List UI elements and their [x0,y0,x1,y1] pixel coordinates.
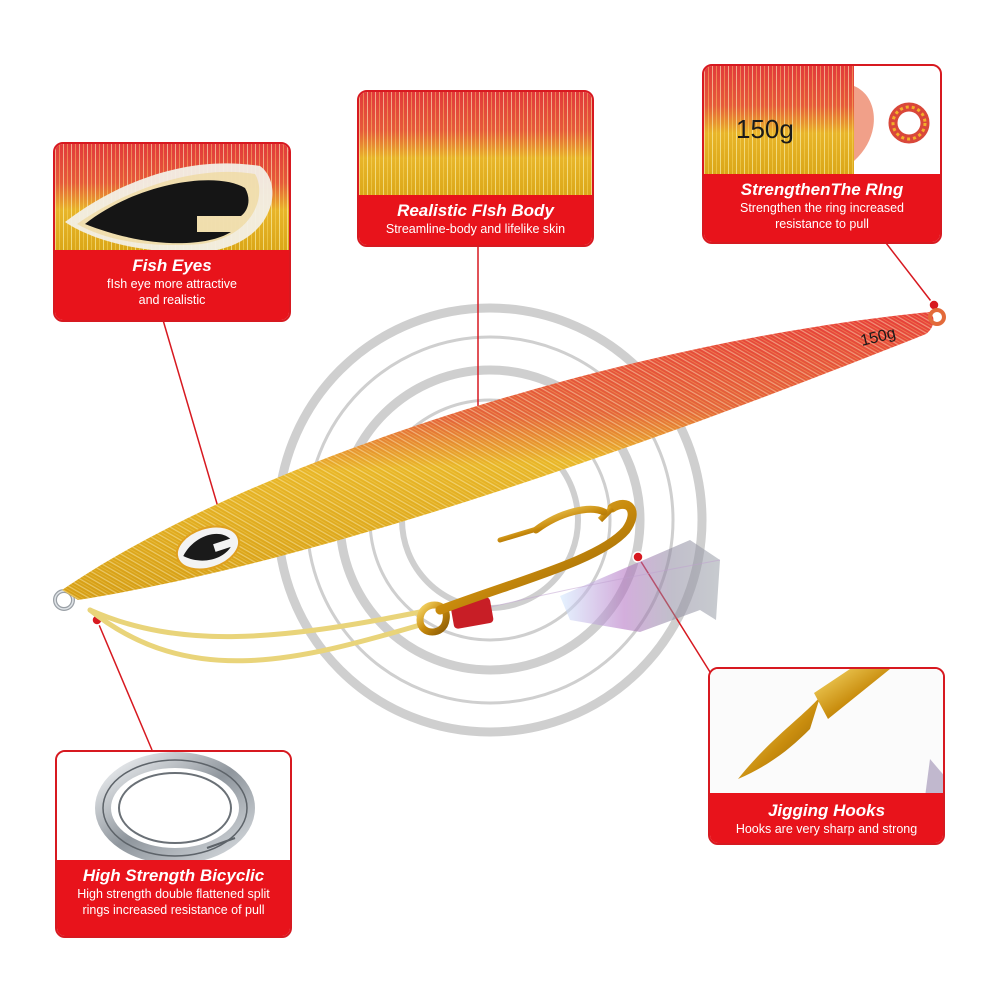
split-ring-desc-1: High strength double flattened split [77,887,270,901]
hooks-title: Jigging Hooks [767,801,886,820]
callout-fish-body: Realistic FIsh Body Streamline-body and … [357,90,594,247]
ring-title: StrengthenThe RIng [740,180,904,199]
jig-lure [62,308,946,600]
callout-hooks: Jigging Hooks Hooks are very sharp and s… [708,667,945,845]
ring-weight-label: 150g [736,114,794,144]
fish-eyes-desc-2: and realistic [138,293,206,307]
split-ring-desc-2: rings increased resistance of pull [82,903,265,917]
callout-ring: 150g StrengthenThe RIng Strengthen the r… [702,64,942,244]
ring-desc-1: Strengthen the ring increased [740,201,904,215]
fish-eye-icon [175,525,241,571]
hooks-desc-1: Hooks are very sharp and strong [735,822,918,836]
tail-ring [928,308,946,326]
marker-hook [632,551,644,563]
ring-desc-2: resistance to pull [775,217,869,231]
tail-ring-icon [854,66,940,178]
fish-eyes-title: Fish Eyes [132,256,212,275]
fish-body-title: Realistic FIsh Body [397,201,554,220]
ring-photo: 150g [704,66,940,178]
fish-eyes-desc-1: fIsh eye more attractive [107,277,237,291]
split-ring-icon [95,752,255,864]
fish-body-desc-1: Streamline-body and lifelike skin [385,222,566,236]
jig-hook-icon [738,669,943,797]
callout-fish-eyes: Fish Eyes fIsh eye more attractive and r… [53,142,291,322]
jig-hook-icon [416,499,721,636]
split-ring-photo [57,752,290,864]
fish-body-photo [359,92,592,202]
assist-cord [87,607,423,664]
fish-eyes-photo [55,144,289,254]
callout-split-ring: High Strength Bicyclic High strength dou… [55,750,292,938]
split-ring-title: High Strength Bicyclic [82,866,265,885]
fish-eye-icon [65,163,273,253]
hooks-photo [710,669,943,797]
